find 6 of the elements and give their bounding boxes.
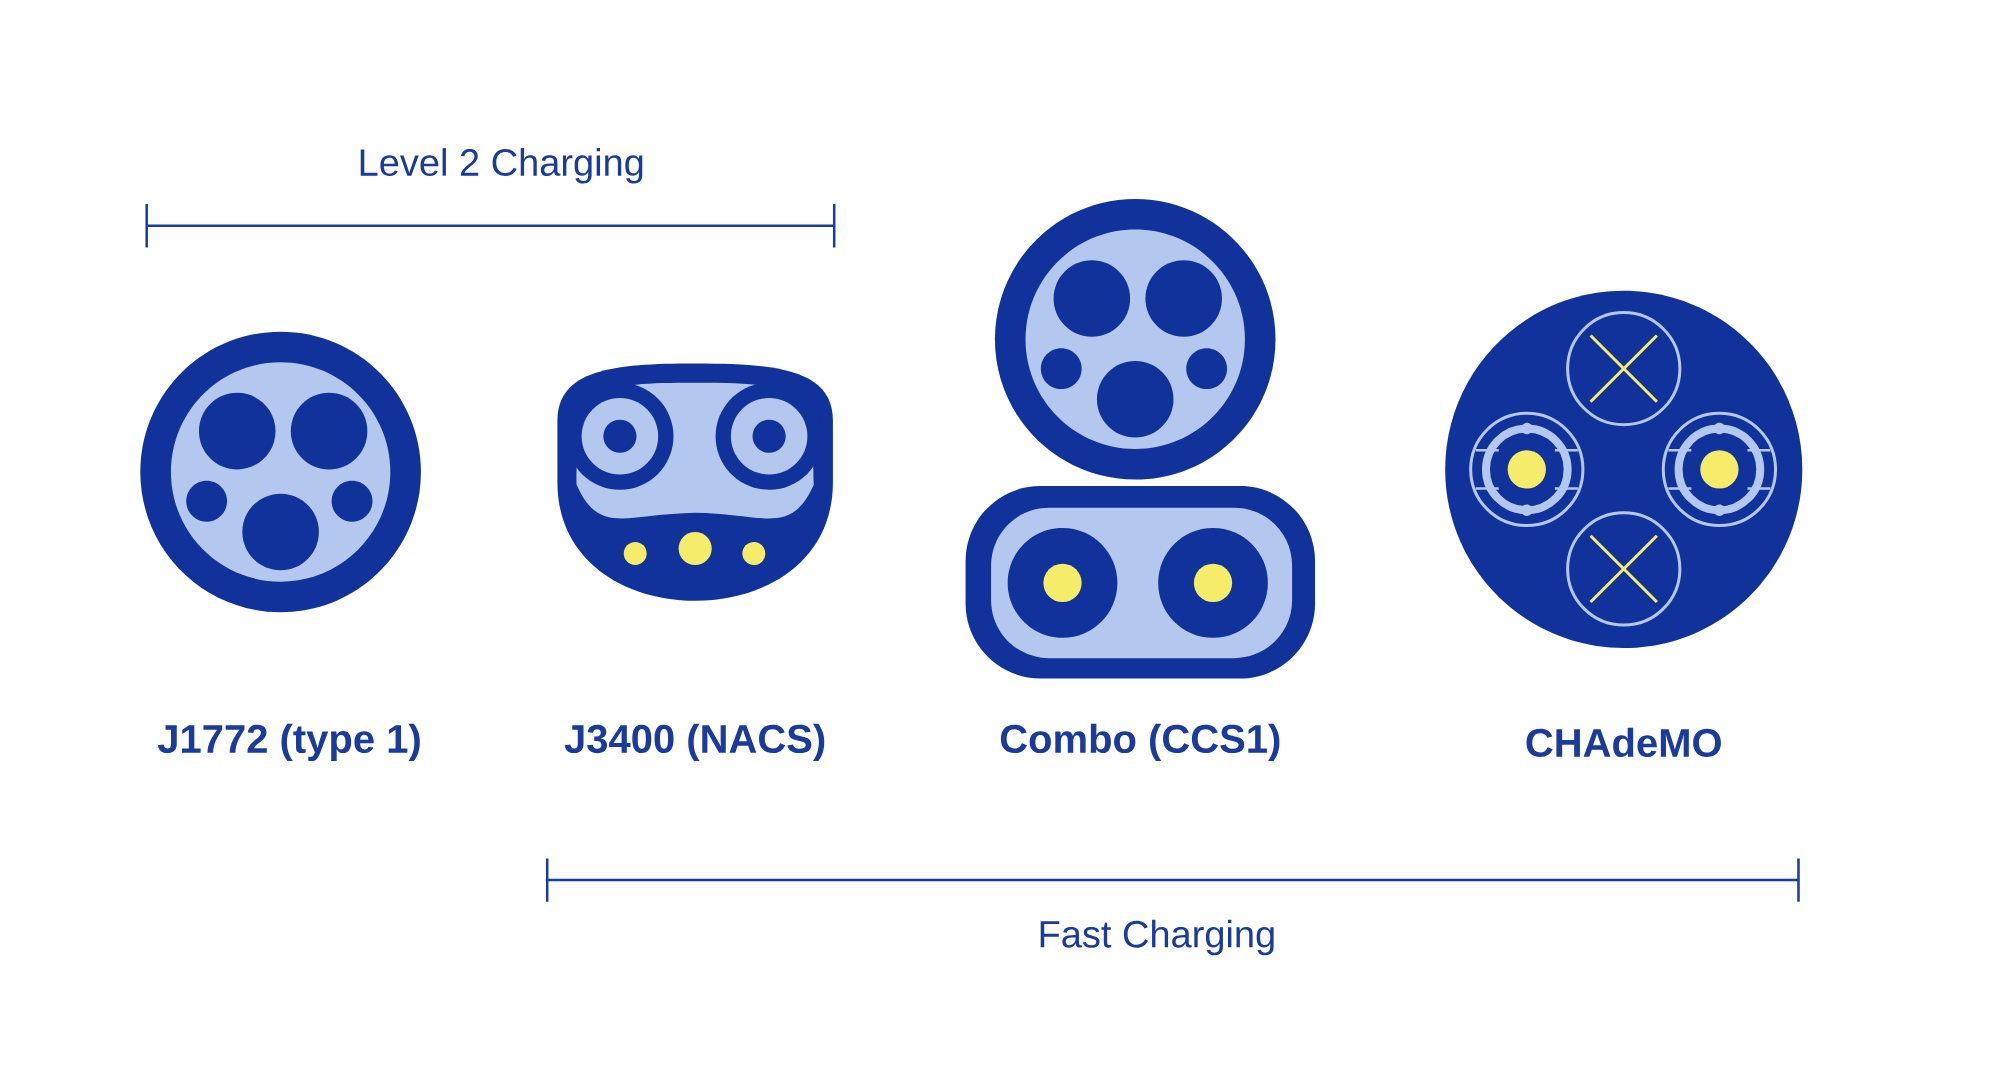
range-label: Level 2 Charging: [360, 148, 643, 184]
connector-name: J3400 (NACS): [564, 723, 825, 762]
range-label: Fast Charging: [1040, 920, 1274, 956]
connector-name: Combo (CCS1): [1000, 723, 1280, 762]
connector-name: CHAdeMO: [1526, 727, 1721, 758]
connector-name: J1772 (type 1): [157, 723, 420, 762]
